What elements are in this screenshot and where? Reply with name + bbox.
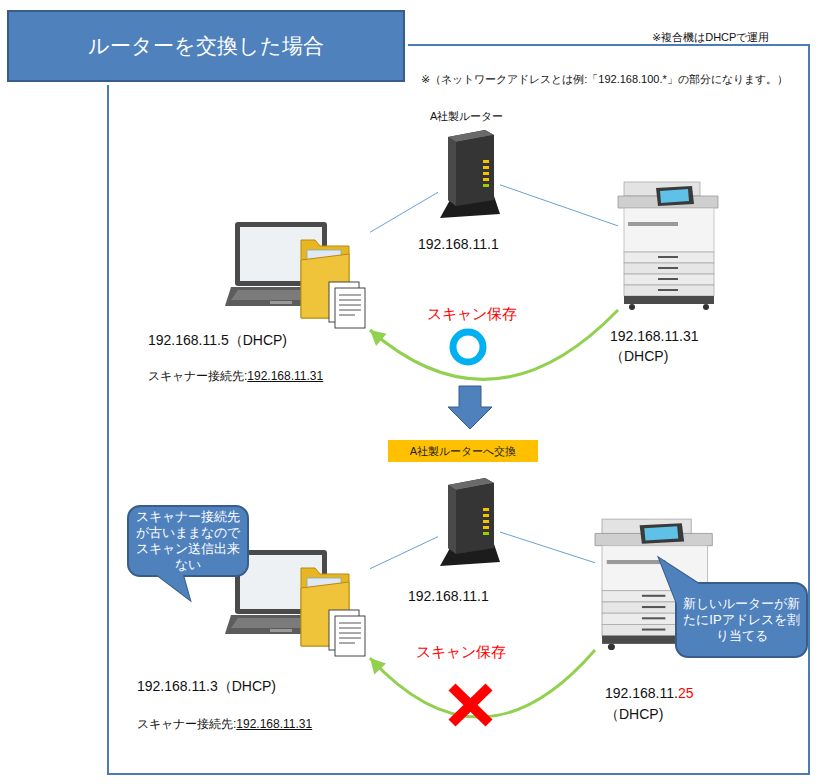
label-line: スキャナー接続先:192.168.11.31 xyxy=(148,370,323,384)
node-label: A社製ルーター xyxy=(430,110,503,122)
router-art xyxy=(438,478,500,566)
callout-text: 新しいルーターが新たにIPアドレスを割り当てる xyxy=(683,596,800,645)
network-link xyxy=(370,537,438,569)
callout-tail xyxy=(157,575,190,600)
printer-art xyxy=(618,178,722,310)
title-tab: ルーターを交換した場合 xyxy=(7,10,405,82)
node-label: （DHCP) xyxy=(610,348,668,364)
callout-text: スキャナー接続先が古いままなのでスキャン送信出来ない xyxy=(135,509,241,574)
node-label: 192.168.11.1 xyxy=(418,236,499,252)
node-label: 192.168.11.1 xyxy=(408,588,489,604)
callout-tail xyxy=(157,575,190,600)
label-line: 192.168.11.5（DHCP) xyxy=(148,332,287,348)
callout-body xyxy=(128,506,248,576)
change-banner: A社製ルーターへ交換 xyxy=(388,440,538,462)
banner-text: A社製ルーターへ交換 xyxy=(410,444,516,459)
node-label: 192.168.11.31 xyxy=(247,369,323,383)
scan-flow-arrow xyxy=(370,650,595,717)
label-line: 192.168.11.25 xyxy=(605,685,694,701)
title-text: ルーターを交換した場合 xyxy=(88,32,324,60)
ok-circle xyxy=(453,332,483,362)
network-link xyxy=(500,185,618,226)
router-illustration xyxy=(438,130,500,218)
laptop: 192.168.11.5（DHCP)スキャナー接続先:192.168.11.31 xyxy=(225,220,370,330)
router: A社製ルーター192.168.11.1 xyxy=(438,130,500,218)
label-line: 192.168.11.1 xyxy=(418,236,499,252)
laptop-illustration xyxy=(225,220,370,330)
node-label: ※（ネットワークアドレスとは例:「192.168.100.*」の部分になります。… xyxy=(421,73,788,85)
callout-bubble: 新しいルーターが新たにIPアドレスを割り当てる xyxy=(675,582,808,658)
node-label: （DHCP) xyxy=(605,706,663,722)
printer-illustration xyxy=(618,178,722,310)
callout-text: 新しいルーターが新たにIPアドレスを割り当てる xyxy=(675,582,808,658)
node-label: 192.168.11.31 xyxy=(610,328,699,344)
callout-text: スキャナー接続先が古いままなのでスキャン送信出来ない xyxy=(127,505,249,577)
node-label: 192.168.11. xyxy=(605,685,678,701)
network-link xyxy=(500,532,595,563)
node-label: 25 xyxy=(678,685,694,701)
outer-frame: ※（ネットワークアドレスとは例:「192.168.100.*」の部分になります。… xyxy=(107,44,810,775)
router: 192.168.11.1 xyxy=(438,478,500,566)
label-line: （DHCP) xyxy=(610,348,668,364)
ng-cross xyxy=(452,687,489,723)
edge-label: スキャン保存 xyxy=(416,643,506,662)
label-line: 192.168.11.1 xyxy=(408,588,489,604)
label-line: A社製ルーター xyxy=(430,110,503,123)
node-label: 192.168.11.5（DHCP) xyxy=(148,332,287,348)
note-text: ※複合機はDHCPで運用 xyxy=(652,30,769,45)
callout-body xyxy=(676,583,807,657)
down-arrow xyxy=(448,386,492,429)
node-label: スキャナー接続先: xyxy=(148,369,247,383)
label-line: （DHCP) xyxy=(605,706,663,722)
callout-bubble: スキャナー接続先が古いままなのでスキャン送信出来ない xyxy=(127,505,249,577)
multifunction-printer: 192.168.11.31（DHCP) xyxy=(618,178,722,310)
label-line: スキャナー接続先:192.168.11.31 xyxy=(137,718,312,732)
node-label: 192.168.11.31 xyxy=(236,717,312,731)
label-line: ※（ネットワークアドレスとは例:「192.168.100.*」の部分になります。… xyxy=(421,73,788,86)
arrow-head xyxy=(370,330,387,346)
network-link xyxy=(370,192,438,232)
edge-label: スキャン保存 xyxy=(427,305,517,324)
router-art xyxy=(438,130,500,218)
router-illustration xyxy=(438,478,500,566)
node-label: スキャナー接続先: xyxy=(137,717,236,731)
laptop-art xyxy=(225,220,370,330)
ng-cross xyxy=(452,687,489,723)
arrow-head xyxy=(370,658,386,674)
label-line: 192.168.11.3（DHCP) xyxy=(137,678,276,694)
node-label: 192.168.11.3（DHCP) xyxy=(137,678,276,694)
label-line: 192.168.11.31 xyxy=(610,328,699,344)
